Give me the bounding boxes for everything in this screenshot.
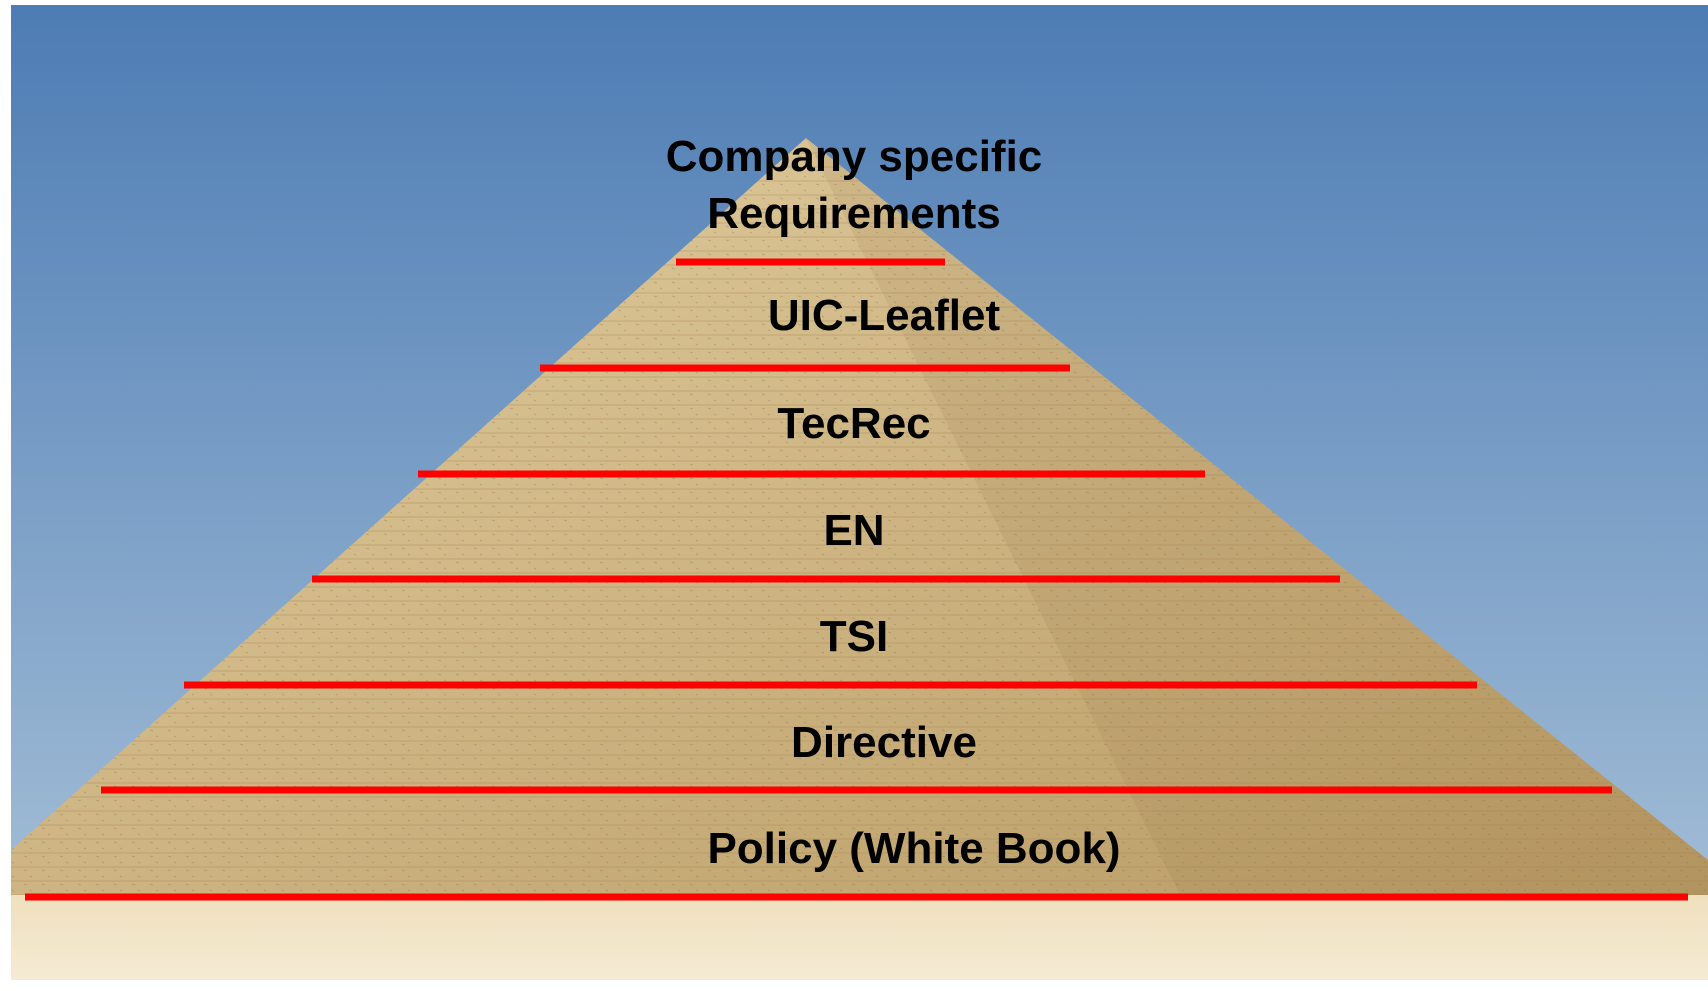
tier-label-policy-white-book: Policy (White Book) xyxy=(60,823,1708,876)
tier-label-tecrec: TecRec xyxy=(0,398,1708,451)
tier-label-line: EN xyxy=(823,506,885,555)
tier-label-en: EN xyxy=(0,505,1708,558)
tier-label-tsi: TSI xyxy=(0,611,1708,664)
tier-label-uic-leaflet: UIC-Leaflet xyxy=(30,290,1708,343)
pyramid-texture xyxy=(11,138,1708,895)
tier-label-company-specific-requirements: Company specific Requirements xyxy=(0,128,1708,242)
tier-label-line: Company specific xyxy=(665,132,1043,181)
tier-label-line: TSI xyxy=(819,612,889,661)
tier-label-line: Requirements xyxy=(707,189,1001,239)
sand-ground xyxy=(11,895,1708,980)
tier-label-directive: Directive xyxy=(30,717,1708,770)
tier-label-line: TecRec xyxy=(777,399,931,448)
tier-label-line: UIC-Leaflet xyxy=(767,291,1001,340)
tier-label-line: Policy (White Book) xyxy=(707,824,1121,873)
tier-label-line: Directive xyxy=(791,718,977,767)
pyramid-shadow-face xyxy=(806,138,1708,895)
